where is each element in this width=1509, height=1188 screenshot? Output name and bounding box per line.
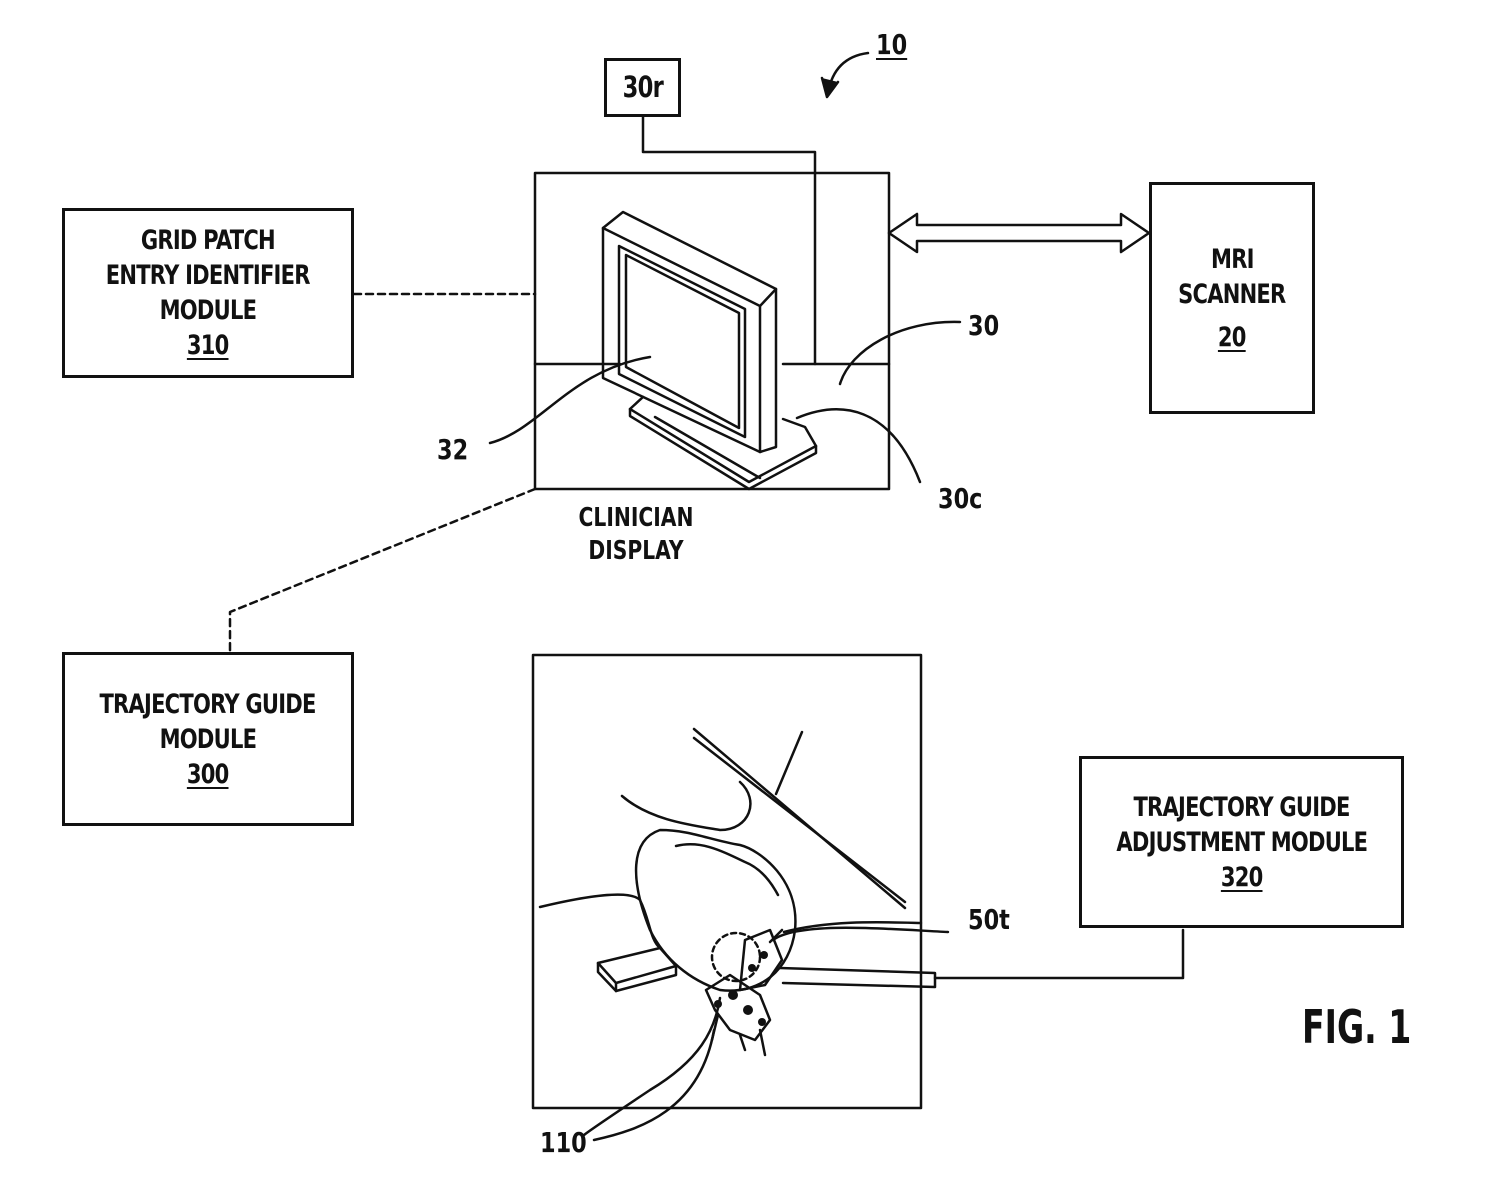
ref-30-label: 30 — [968, 311, 999, 341]
mri-scanner-box: MRI SCANNER 20 — [1149, 182, 1315, 414]
remote-connection-line — [643, 117, 815, 364]
grid-patch-line-3: MODULE — [160, 293, 257, 328]
grid-patch-line-1: GRID PATCH — [141, 223, 275, 258]
figure-label: FIG. 1 — [1302, 1000, 1411, 1054]
adjustment-link — [935, 930, 1183, 978]
adjustment-line-2: ADJUSTMENT MODULE — [1116, 825, 1367, 860]
grid-patch-module-box: GRID PATCH ENTRY IDENTIFIER MODULE 310 — [62, 208, 354, 378]
trajectory-guide-line-2: MODULE — [160, 722, 257, 757]
ref-32-label: 32 — [437, 435, 468, 465]
ref-10-label: 10 — [876, 30, 907, 60]
clinician-display-caption: CLINICIAN DISPLAY — [567, 502, 704, 568]
monitor-drawing — [603, 212, 816, 489]
adjustment-number: 320 — [1221, 860, 1263, 895]
leader-30 — [840, 322, 960, 384]
adjustment-line-1: TRAJECTORY GUIDE — [1133, 790, 1349, 825]
trajectory-guide-line-1: TRAJECTORY GUIDE — [100, 687, 316, 722]
mri-line-1: MRI — [1211, 242, 1254, 277]
caption-line-1: CLINICIAN — [567, 502, 704, 535]
ref-110-label: 110 — [540, 1128, 587, 1158]
leader-110 — [594, 1030, 714, 1140]
ref-30c-label: 30c — [938, 484, 982, 514]
grid-patch-line-2: ENTRY IDENTIFIER — [106, 258, 310, 293]
double-arrow — [889, 214, 1149, 252]
clinician-display-frame — [535, 173, 889, 489]
remote-box-30r: 30r — [604, 58, 681, 117]
dashed-link-300 — [230, 489, 535, 652]
remote-label: 30r — [622, 70, 662, 105]
leader-32 — [490, 357, 650, 443]
trajectory-guide-number: 300 — [187, 757, 229, 792]
ref-50t-label: 50t — [968, 905, 1010, 935]
patient-scene-frame — [533, 655, 921, 1108]
mri-line-2: SCANNER — [1178, 277, 1285, 312]
patient-scene-drawing — [540, 729, 935, 1135]
trajectory-guide-module-box: TRAJECTORY GUIDE MODULE 300 — [62, 652, 354, 826]
mri-number: 20 — [1218, 320, 1246, 355]
grid-patch-number: 310 — [187, 328, 229, 363]
caption-line-2: DISPLAY — [567, 535, 704, 568]
trajectory-adjustment-module-box: TRAJECTORY GUIDE ADJUSTMENT MODULE 320 — [1079, 756, 1404, 928]
